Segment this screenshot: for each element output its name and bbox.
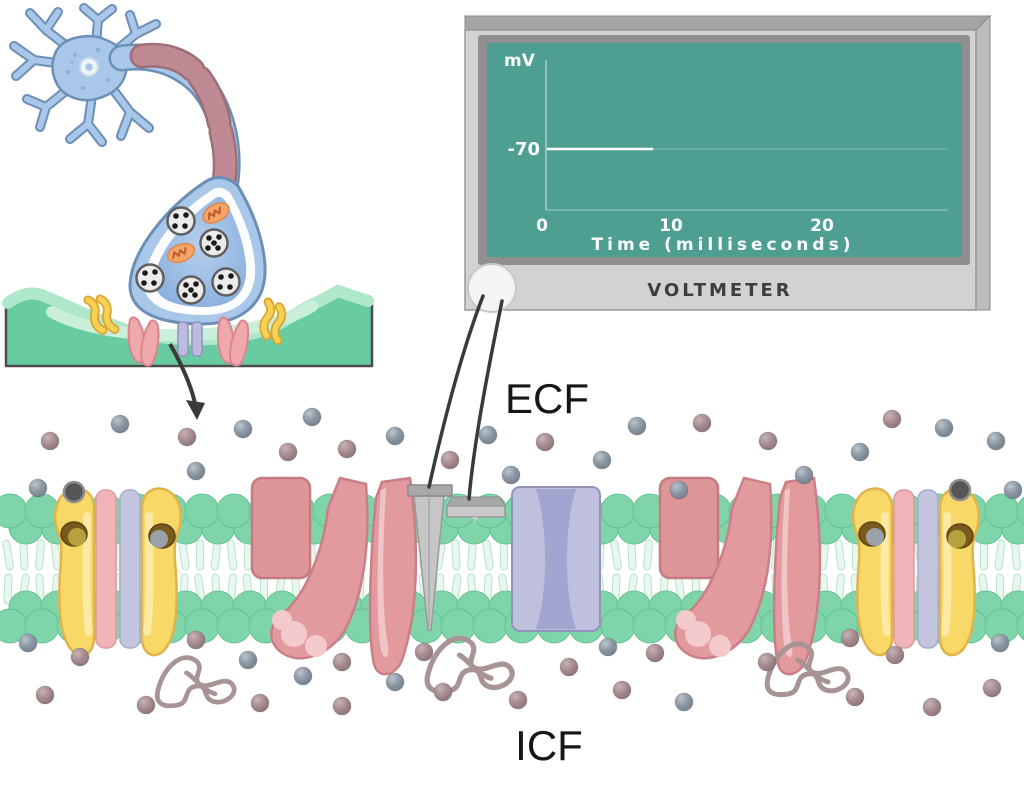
ion-mauve [40, 431, 60, 451]
icf-label: ICF [515, 722, 583, 769]
ion-mauve [433, 682, 453, 702]
ion-mauve [612, 680, 632, 700]
recording-electrode [407, 484, 453, 631]
ion-mauve [535, 432, 555, 452]
ion-mauve [692, 413, 712, 433]
ion-mauve [508, 690, 528, 710]
ion-gray [302, 407, 322, 427]
electrode-wires [427, 294, 504, 501]
ion-mauve [882, 409, 902, 429]
ion-on-pump [948, 478, 972, 502]
nucleolus [85, 63, 93, 71]
ion-gray [385, 426, 405, 446]
ions [18, 407, 1023, 717]
ion-mauve [337, 439, 357, 459]
voltmeter: mV -70 0 10 20 Time (milliseconds) VOLTM… [464, 14, 992, 313]
ion-gray [934, 418, 954, 438]
postsynaptic-membrane [2, 284, 374, 368]
ion-gray [478, 425, 498, 445]
ion-gray [385, 672, 405, 692]
x-tick-20: 20 [810, 216, 834, 236]
y-tick-minus70: -70 [507, 139, 540, 160]
ion-mauve [35, 685, 55, 705]
ion-mauve [136, 695, 156, 715]
ion-gray [238, 650, 258, 670]
vesicle [166, 206, 196, 236]
ion-mauve [757, 652, 777, 672]
receptor-purple-channel [177, 321, 203, 357]
ion-mauve [278, 442, 298, 462]
ion-gray [501, 465, 521, 485]
mitochondrion [202, 202, 230, 224]
ion-gray [598, 637, 618, 657]
ion-mauve [840, 628, 860, 648]
ion-gray [627, 416, 647, 436]
ion-mauve [982, 678, 1002, 698]
y-axis-label: mV [504, 51, 536, 71]
ion-mauve [177, 427, 197, 447]
ion-mauve [922, 697, 942, 717]
ion-gray [850, 442, 870, 462]
ion-gray [233, 419, 253, 439]
ion-gray [293, 666, 313, 686]
leak-channel [511, 486, 601, 632]
ion-mauve [645, 643, 665, 663]
ion-mauve [186, 630, 206, 650]
ion-mauve [250, 693, 270, 713]
ion-mauve [758, 431, 778, 451]
ion-gray [990, 633, 1010, 653]
wire-to-recording-electrode [427, 294, 485, 489]
ion-mauve [559, 657, 579, 677]
x-tick-10: 10 [659, 216, 683, 236]
voltmeter-knob [467, 263, 517, 313]
mitochondria [166, 202, 230, 264]
ion-gray [1003, 480, 1023, 500]
ion-mauve [845, 687, 865, 707]
ion-gray [18, 633, 38, 653]
vesicle [211, 267, 241, 297]
ion-on-pump [62, 480, 86, 504]
sodium-ion [150, 530, 168, 548]
ion-mauve [70, 647, 90, 667]
ion-gray [986, 431, 1006, 451]
zoom-arrow [168, 343, 205, 420]
sodium-potassium-pump-right [852, 478, 980, 657]
potassium-ion [68, 528, 86, 546]
synaptic-terminal [128, 176, 267, 326]
potassium-ion [948, 530, 966, 548]
voltmeter-title: VOLTMETER [647, 280, 792, 301]
membrane-protein-rect-left [250, 476, 312, 580]
ion-gray [110, 414, 130, 434]
x-tick-0: 0 [536, 216, 548, 236]
ion-gray [669, 480, 689, 500]
presynaptic-neuron [9, 3, 267, 326]
axon-with-myelin [108, 42, 241, 206]
synaptic-vesicles [135, 206, 241, 305]
x-axis-label: Time (milliseconds) [592, 235, 855, 255]
ion-mauve [414, 642, 434, 662]
ion-gray [674, 692, 694, 712]
membrane-protein-rect-right [658, 476, 720, 580]
ion-gray [28, 478, 48, 498]
ion-mauve [332, 696, 352, 716]
ion-gray [592, 450, 612, 470]
mitochondrion [166, 242, 196, 264]
ecf-label: ECF [505, 375, 589, 422]
ion-mauve [440, 450, 460, 470]
ion-gray [794, 465, 814, 485]
ion-gray [186, 461, 206, 481]
ion-mauve [885, 645, 905, 665]
wire-to-reference-electrode [467, 299, 504, 501]
sodium-potassium-pump-left [54, 480, 182, 657]
ion-mauve [332, 652, 352, 672]
reference-electrode [446, 496, 506, 523]
membrane-proteins [54, 476, 980, 676]
vesicle [135, 263, 165, 293]
sodium-ion [866, 528, 884, 546]
